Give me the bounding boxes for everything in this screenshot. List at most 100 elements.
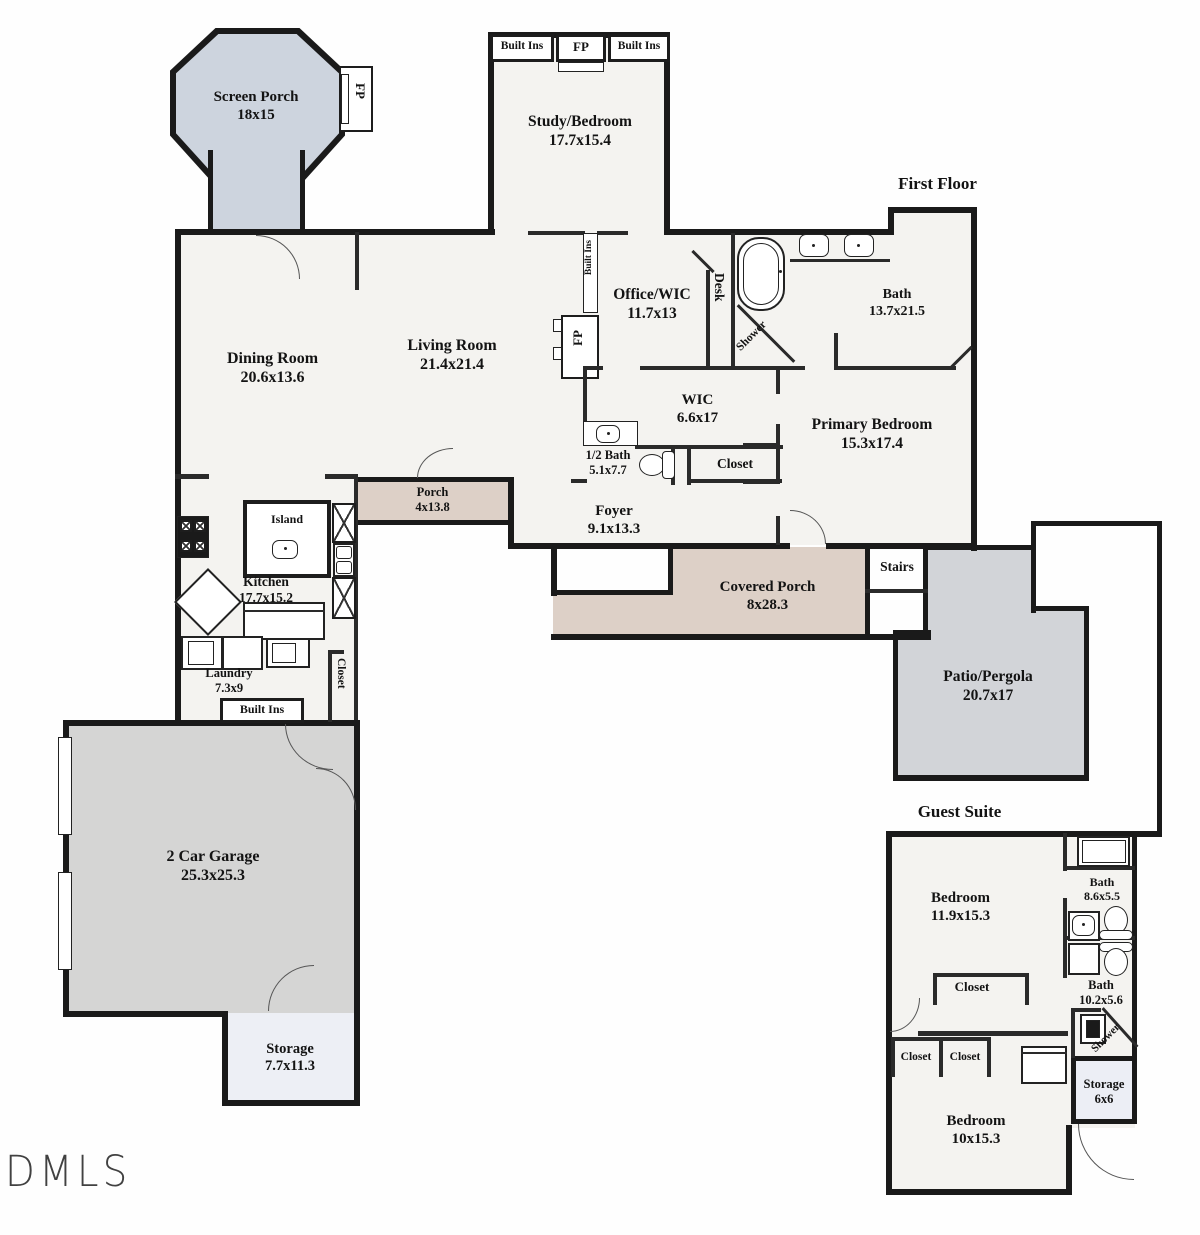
built-ins-box-study-left <box>490 34 554 62</box>
guest-toilet-tank <box>1099 930 1133 940</box>
garage-window <box>58 737 72 835</box>
wall <box>687 445 691 485</box>
wall <box>357 520 513 525</box>
wall <box>731 366 805 370</box>
toilet-tank <box>662 451 675 479</box>
wall <box>1063 833 1067 871</box>
wall <box>508 477 514 547</box>
wall <box>893 775 1089 781</box>
sink-drain <box>857 244 860 247</box>
counter-line <box>243 610 325 612</box>
wall <box>888 207 977 213</box>
wall <box>1084 606 1089 781</box>
room-label-guest-closet-3: Closet <box>949 1051 981 1063</box>
wall <box>933 973 937 1005</box>
wall <box>886 831 892 1195</box>
door-arc <box>1078 1124 1134 1180</box>
wall <box>528 231 585 235</box>
wall <box>1031 521 1036 613</box>
label-desk: Desk <box>712 273 727 302</box>
guest-suite-heading: Guest Suite <box>917 802 1002 821</box>
covered-porch-fill-main <box>672 547 868 637</box>
wall <box>886 831 1162 837</box>
wall <box>888 207 894 235</box>
room-label-island: Island <box>270 512 304 526</box>
foyer-fill <box>510 480 778 545</box>
wall <box>1066 1125 1072 1195</box>
hearth-mark <box>553 319 562 332</box>
wall <box>893 630 898 780</box>
guest-shower-head-inner <box>1086 1020 1100 1038</box>
wall <box>583 366 603 370</box>
wall <box>222 1100 360 1106</box>
wall <box>664 32 670 235</box>
wall <box>640 366 783 370</box>
storage-garage-fill <box>222 1013 358 1102</box>
covered-porch-fill-strip <box>553 592 672 637</box>
wall <box>1132 831 1137 1060</box>
wall <box>63 720 360 726</box>
bathtub-inner <box>743 243 779 305</box>
wall <box>731 233 735 368</box>
wall <box>551 545 557 596</box>
label-built-ins-study-left: Built Ins <box>500 40 544 52</box>
vanity-counter-line <box>790 259 890 262</box>
wall <box>571 479 587 483</box>
room-label-stairs: Stairs <box>880 559 914 574</box>
room-label-guest-closet-2: Closet <box>900 1051 932 1063</box>
wall <box>1031 606 1089 611</box>
wall <box>488 32 494 235</box>
label-fp-screen-porch: FP <box>353 83 368 99</box>
sink-drain <box>284 547 287 550</box>
washer-inner <box>188 641 214 665</box>
wall <box>688 479 782 483</box>
sink-basin <box>336 546 352 559</box>
wall <box>635 445 783 449</box>
built-ins-strip <box>583 233 598 313</box>
wall <box>664 229 893 235</box>
room-label-closet-hall: Closet <box>717 456 753 471</box>
label-fp-living: FP <box>570 330 585 346</box>
kitchen-counter <box>243 602 325 640</box>
dryer <box>222 636 263 670</box>
wall <box>668 545 673 595</box>
hearth-mark <box>553 347 562 360</box>
burner <box>180 540 192 552</box>
wall <box>175 474 209 479</box>
wall <box>354 477 358 723</box>
label-fp-study: FP <box>573 39 589 54</box>
patio-fill-c <box>897 633 1085 777</box>
wall <box>891 1037 895 1077</box>
built-ins-box <box>220 698 304 723</box>
patio-fill-a <box>927 547 1033 633</box>
wall <box>355 232 359 290</box>
wall <box>325 474 358 479</box>
screen-porch-neck-fill <box>213 150 300 232</box>
wall <box>706 270 710 370</box>
wall <box>583 366 587 426</box>
wall <box>328 650 344 654</box>
guest-toilet <box>1104 948 1128 976</box>
wall <box>1157 521 1162 837</box>
wall <box>776 516 780 545</box>
sink-basin <box>336 561 352 574</box>
wall <box>834 333 838 370</box>
tub-faucet <box>779 270 782 273</box>
sink-drain <box>812 244 815 247</box>
bath-step-fill <box>890 210 975 235</box>
fireplace-screen-porch-inner <box>341 74 349 124</box>
label-built-ins-office: Built Ins <box>584 240 594 276</box>
wall <box>328 650 332 722</box>
